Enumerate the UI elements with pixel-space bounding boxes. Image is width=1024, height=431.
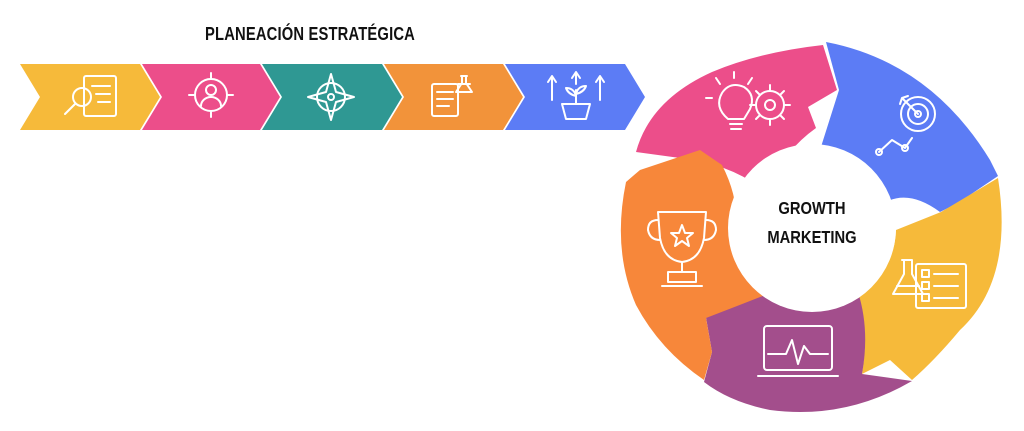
chevron-step-4 — [384, 64, 523, 130]
lab-checklist-icon — [892, 259, 967, 309]
cycle-segment-3 — [856, 178, 1002, 380]
compass-icon — [307, 73, 355, 121]
target-person-icon — [188, 72, 234, 118]
idea-gears-icon — [705, 71, 791, 130]
search-document-icon — [64, 75, 117, 117]
diagram-title: PLANEACIÓN ESTRATÉGICA — [205, 24, 415, 44]
plant-growth-icon — [547, 71, 605, 120]
center-circle — [728, 144, 896, 312]
trophy-icon — [647, 211, 717, 287]
target-arrow-icon — [875, 95, 936, 156]
notepad-flask-icon — [431, 75, 473, 117]
chevron-step-3 — [262, 64, 402, 130]
planning-chevrons — [20, 64, 645, 130]
center-label-line1: GROWTH — [778, 199, 845, 219]
monitor-pulse-icon — [757, 325, 839, 377]
center-label-line2: MARKETING — [767, 228, 856, 248]
growth-cycle: GROWTH MARKETING — [620, 42, 1002, 413]
cycle-segment-5 — [620, 150, 778, 380]
